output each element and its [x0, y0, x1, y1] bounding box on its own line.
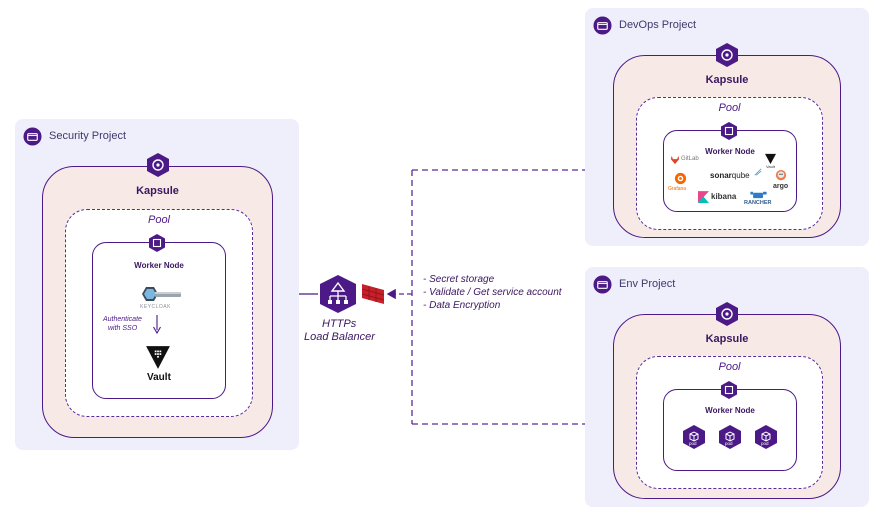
worker-node: Worker Node pod pod — [663, 381, 797, 471]
keycloak-icon — [142, 287, 181, 301]
pod: pod — [717, 424, 743, 452]
argo-icon — [775, 170, 787, 181]
kapsule-title: Kapsule — [705, 74, 749, 86]
auth-note-line2: with SSO — [108, 325, 138, 332]
gitlab-label: GitLab — [681, 156, 699, 162]
pool: Pool Worker Node KEYCLOAK Authenticate w… — [65, 209, 253, 417]
load-balancer-label-line2: Load Balancer — [304, 331, 375, 343]
auth-arrow — [153, 315, 161, 335]
pod-icon — [683, 425, 705, 449]
kapsule: Kapsule Pool Worker Node pod — [613, 302, 841, 499]
devops-project: DevOps Project Kapsule Pool Worker Node … — [585, 8, 869, 246]
project-icon — [593, 16, 612, 35]
kibana-icon — [698, 191, 709, 203]
worker-node: Worker Node GitLab Vault sonarqube — [663, 122, 797, 212]
project-title: Env Project — [619, 278, 676, 290]
pool-title: Pool — [718, 361, 741, 373]
env-project: Env Project Kapsule Pool Worker Node — [585, 267, 869, 507]
connection-note-3: - Data Encryption — [423, 300, 501, 311]
worker-node-title: Worker Node — [705, 147, 755, 156]
pod-label: pod — [761, 441, 769, 446]
grafana-label: Grafana — [668, 186, 687, 192]
vault-label: Vault — [147, 372, 171, 383]
vault-small-label: Vault — [766, 164, 775, 169]
project-title: Security Project — [49, 130, 127, 142]
kapsule-title: Kapsule — [136, 185, 179, 197]
worker-node-icon — [149, 234, 165, 252]
keycloak-label: KEYCLOAK — [140, 304, 171, 310]
auth-note-line1: Authenticate — [103, 316, 142, 323]
kapsule: Kapsule Pool Worker Node KEYCLOAK Authen… — [42, 153, 273, 438]
vault-icon — [146, 346, 170, 369]
worker-node-icon — [721, 122, 737, 140]
rancher-icon — [750, 191, 767, 199]
project-title: DevOps Project — [619, 19, 697, 31]
rancher-label: RANCHER — [744, 200, 772, 206]
pod-label: pod — [689, 441, 697, 446]
sonarqube-waves-icon — [754, 168, 762, 176]
worker-node-title: Worker Node — [705, 406, 755, 415]
worker-node-title: Worker Node — [134, 261, 184, 270]
pod-icon — [755, 425, 777, 449]
connection-note-2: - Validate / Get service account — [423, 287, 562, 298]
sonarqube-label-b: qube — [731, 171, 750, 180]
kibana-label: kibana — [711, 192, 737, 201]
gitlab-icon — [670, 155, 680, 165]
kapsule-icon — [716, 43, 738, 67]
pool: Pool Worker Node pod — [636, 356, 823, 489]
connection-note-1: - Secret storage — [423, 274, 495, 285]
pod-icon — [719, 425, 741, 449]
kapsule-icon — [716, 302, 738, 326]
pod-label: pod — [725, 441, 733, 446]
sonarqube-label: sonarqube — [710, 171, 750, 180]
worker-node: Worker Node KEYCLOAK Authenticate with S… — [92, 234, 226, 399]
firewall-icon — [361, 284, 385, 304]
project-icon — [593, 275, 612, 294]
grafana-icon — [674, 172, 687, 185]
argo-label: argo — [773, 183, 789, 190]
sonarqube-label-a: sonar — [710, 171, 732, 180]
pool-title: Pool — [147, 214, 171, 226]
worker-node-icon — [721, 381, 737, 399]
kapsule-title: Kapsule — [705, 333, 749, 345]
vault-small-icon — [765, 153, 776, 164]
pool: Pool Worker Node GitLab Vault — [636, 97, 823, 230]
load-balancer-icon — [320, 275, 356, 313]
kapsule: Kapsule Pool Worker Node GitLab Vault — [613, 43, 841, 238]
project-icon — [23, 127, 42, 146]
pod: pod — [753, 424, 779, 452]
pool-title: Pool — [718, 102, 741, 114]
kapsule-icon — [147, 153, 169, 177]
security-project: Security Project Kapsule Pool Worker Nod… — [15, 119, 299, 450]
pod: pod — [681, 424, 707, 452]
load-balancer-label-line1: HTTPs — [322, 318, 357, 330]
